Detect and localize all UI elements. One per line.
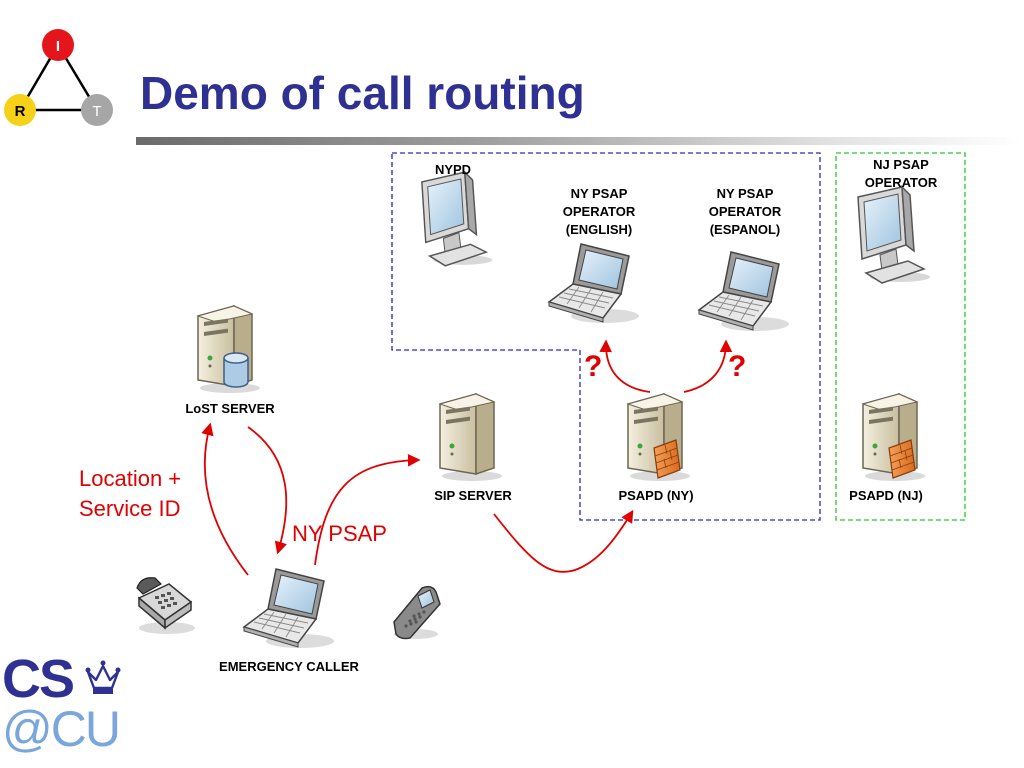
sip-server-icon [439,393,503,482]
cs-logo-text: CS [2,649,75,709]
psapd-nj-server-icon [863,394,925,481]
edge-label-ny-psap: NY PSAP [292,521,387,546]
mobile-phone-icon [393,585,441,640]
ny-espanol-laptop-icon [698,251,790,332]
arrow-psapd-to-espanol-operator [683,339,733,393]
edge-label-location-service: Location + Service ID [79,466,182,521]
svg-text:T: T [92,103,101,120]
arrow-caller-to-sip [314,454,421,566]
ny-english-laptop-icon [548,243,640,324]
slide-title: Demo of call routing [140,67,585,119]
psapd-ny-server-icon [628,394,690,481]
label-lost-server: LoST SERVER [185,401,275,416]
nypd-monitor-icon [421,171,493,267]
svg-text:R: R [15,103,26,120]
label-ny-psap-espanol: NY PSAP OPERATOR (ESPANOL) [708,186,782,237]
arrow-lost-to-caller [247,426,288,555]
emergency-caller-laptop-icon [243,568,335,649]
label-emergency-caller: EMERGENCY CALLER [219,659,359,674]
arrow-caller-to-lost [201,422,249,576]
logo-node-i: I [42,29,74,61]
label-psapd-nj: PSAPD (NJ) [849,488,923,503]
nj-operator-monitor-icon [857,186,931,284]
label-nj-psap-operator: NJ PSAP OPERATOR [864,157,938,190]
question-mark-right: ? [728,350,747,383]
question-mark-left: ? [584,350,603,383]
label-ny-psap-english: NY PSAP OPERATOR (ENGLISH) [562,186,636,237]
crown-icon [85,660,121,694]
label-nypd: NYPD [434,162,472,177]
lost-server-icon [198,306,260,393]
nj-psap-group-border [835,152,966,521]
irt-logo: I R T [4,29,113,126]
logo-node-r: R [4,94,36,126]
cu-logo-text: @CU [2,701,121,757]
desk-phone-icon [136,577,195,634]
svg-text:I: I [56,38,60,55]
arrow-sip-to-psapd-ny [493,509,634,573]
logo-node-t: T [81,94,113,126]
label-psapd-ny: PSAPD (NY) [618,488,694,503]
arrow-psapd-to-english-operator [599,339,651,393]
ny-psap-group-border [391,152,821,521]
title-underline [136,137,1022,145]
label-sip-server: SIP SERVER [434,488,512,503]
